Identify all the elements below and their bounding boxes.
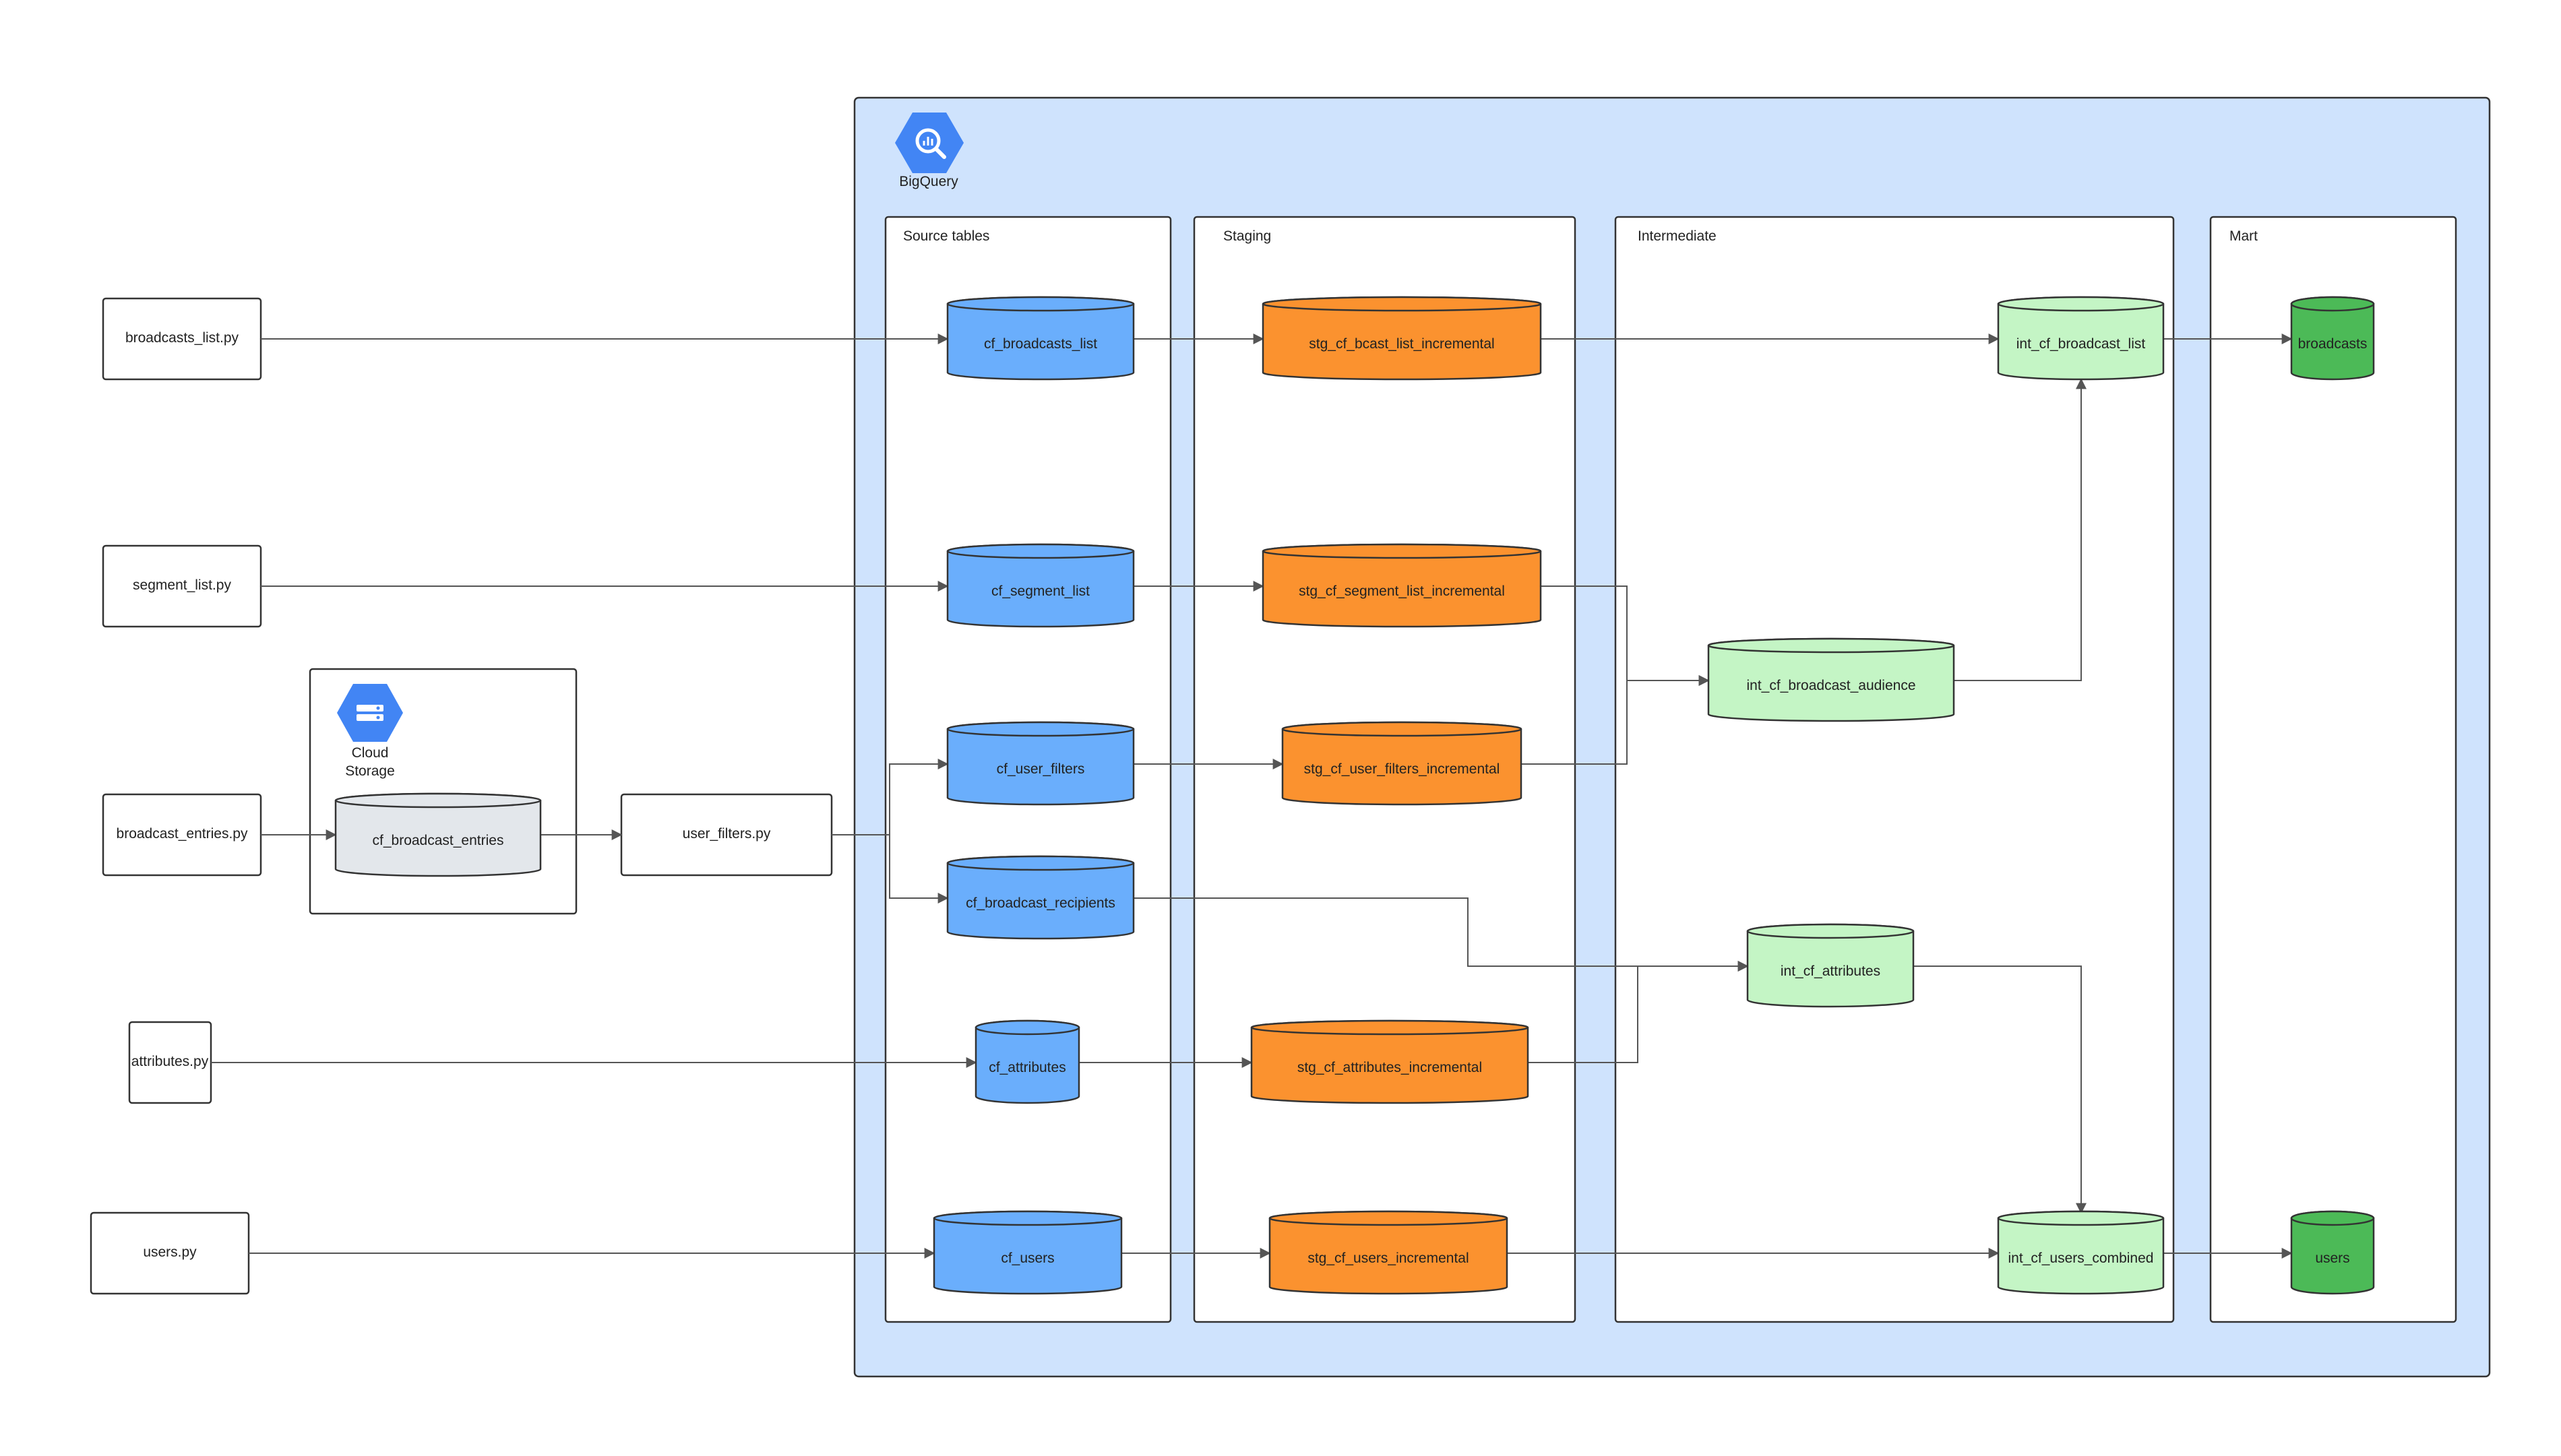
table-cf-users: cf_users bbox=[933, 1210, 1123, 1295]
script-broadcast-entries: broadcast_entries.py bbox=[102, 793, 262, 877]
cylinder-top bbox=[975, 1019, 1080, 1036]
cylinder-top bbox=[1997, 1210, 2165, 1226]
cylinder-top bbox=[2290, 1210, 2375, 1226]
table-label: int_cf_users_combined bbox=[2008, 1251, 2154, 1266]
table-label: stg_cf_user_filters_incremental bbox=[1304, 761, 1500, 777]
edge bbox=[1913, 966, 2087, 1214]
table-label: cf_broadcast_recipients bbox=[966, 895, 1115, 911]
bigquery-icon bbox=[895, 113, 964, 173]
script-label: broadcast_entries.py bbox=[117, 826, 248, 842]
bigquery-label: BigQuery bbox=[899, 174, 958, 189]
cylinder-top bbox=[1281, 721, 1522, 737]
table-label: cf_attributes bbox=[989, 1060, 1066, 1075]
lane-intermediate-title: Intermediate bbox=[1638, 228, 1717, 244]
edge bbox=[832, 834, 949, 904]
table-label: stg_cf_attributes_incremental bbox=[1297, 1060, 1482, 1075]
cloud-storage-icon bbox=[337, 684, 403, 742]
cylinder-top bbox=[946, 543, 1135, 559]
cylinder-top bbox=[1262, 296, 1542, 312]
table-label: cf_segment_list bbox=[991, 583, 1090, 599]
script-label: segment_list.py bbox=[133, 577, 231, 593]
table-int-cf-broadcast-list: int_cf_broadcast_list bbox=[1997, 296, 2165, 381]
cylinder-top bbox=[334, 792, 542, 809]
tables: cf_broadcast_entries cf_broadcasts_listcf… bbox=[334, 296, 2375, 1295]
table-stg-cf-user-filters-incremental: stg_cf_user_filters_incremental bbox=[1281, 721, 1522, 806]
table-label: stg_cf_segment_list_incremental bbox=[1299, 583, 1505, 599]
table-stg-cf-bcast-list-incremental: stg_cf_bcast_list_incremental bbox=[1262, 296, 1542, 381]
cylinder-top bbox=[946, 296, 1135, 312]
table-int-cf-attributes: int_cf_attributes bbox=[1746, 923, 1915, 1008]
script-attributes: attributes.py bbox=[128, 1021, 212, 1104]
table-stg-cf-segment-list-incremental: stg_cf_segment_list_incremental bbox=[1262, 543, 1542, 628]
table-label: cf_broadcast_entries bbox=[373, 833, 504, 848]
lane-intermediate bbox=[1614, 216, 2175, 1323]
edge bbox=[1528, 961, 1749, 1063]
table-cf-attributes: cf_attributes bbox=[975, 1019, 1080, 1104]
table-cf-broadcasts-list: cf_broadcasts_list bbox=[946, 296, 1135, 381]
table-label: users bbox=[2315, 1251, 2349, 1266]
table-label: int_cf_broadcast_audience bbox=[1746, 678, 1915, 693]
table-label: broadcasts bbox=[2298, 336, 2368, 352]
table-cf-broadcast-entries: cf_broadcast_entries bbox=[334, 792, 542, 877]
connectors bbox=[211, 334, 2293, 1259]
edge bbox=[1134, 897, 1749, 972]
script-label: broadcasts_list.py bbox=[125, 330, 239, 346]
script-label: users.py bbox=[143, 1244, 197, 1260]
table-label: int_cf_broadcast_list bbox=[2016, 336, 2146, 352]
table-int-cf-broadcast-audience: int_cf_broadcast_audience bbox=[1707, 637, 1955, 722]
cloud-storage-label-line1: Cloud bbox=[352, 745, 389, 761]
table-stg-cf-users-incremental: stg_cf_users_incremental bbox=[1268, 1210, 1508, 1295]
script-broadcasts-list: broadcasts_list.py bbox=[102, 297, 262, 381]
edge bbox=[1954, 378, 2087, 681]
cylinder-top bbox=[946, 855, 1135, 871]
edge bbox=[1521, 675, 1710, 765]
cylinder-top bbox=[1746, 923, 1915, 939]
table-broadcasts: broadcasts bbox=[2290, 296, 2375, 381]
cylinder-top bbox=[2290, 296, 2375, 312]
script-segment-list: segment_list.py bbox=[102, 544, 262, 628]
lane-staging-title: Staging bbox=[1223, 228, 1271, 244]
cylinder-top bbox=[1997, 296, 2165, 312]
table-cf-user-filters: cf_user_filters bbox=[946, 721, 1135, 806]
table-label: cf_user_filters bbox=[997, 761, 1085, 777]
table-int-cf-users-combined: int_cf_users_combined bbox=[1997, 1210, 2165, 1295]
table-label: int_cf_attributes bbox=[1781, 963, 1880, 979]
table-cf-broadcast-recipients: cf_broadcast_recipients bbox=[946, 855, 1135, 940]
cylinder-top bbox=[1262, 543, 1542, 559]
cylinder-top bbox=[1250, 1019, 1529, 1036]
table-label: stg_cf_users_incremental bbox=[1307, 1251, 1469, 1266]
table-label: cf_broadcasts_list bbox=[984, 336, 1097, 352]
lane-mart bbox=[2209, 216, 2457, 1323]
lane-mart-title: Mart bbox=[2229, 228, 2258, 244]
table-users: users bbox=[2290, 1210, 2375, 1295]
script-label: user_filters.py bbox=[683, 826, 771, 842]
cylinder-top bbox=[1707, 637, 1955, 654]
lane-source-title: Source tables bbox=[903, 228, 989, 244]
cylinder-top bbox=[1268, 1210, 1508, 1226]
cylinder-top bbox=[933, 1210, 1123, 1226]
table-cf-segment-list: cf_segment_list bbox=[946, 543, 1135, 628]
script-label: attributes.py bbox=[131, 1054, 209, 1069]
cloud-storage-label-line2: Storage bbox=[345, 763, 395, 779]
script-user-filters: user_filters.py bbox=[620, 793, 833, 877]
table-label: cf_users bbox=[1001, 1251, 1054, 1266]
table-label: stg_cf_bcast_list_incremental bbox=[1309, 336, 1494, 352]
script-users: users.py bbox=[90, 1211, 250, 1295]
cylinder-top bbox=[946, 721, 1135, 737]
table-stg-cf-attributes-incremental: stg_cf_attributes_incremental bbox=[1250, 1019, 1529, 1104]
